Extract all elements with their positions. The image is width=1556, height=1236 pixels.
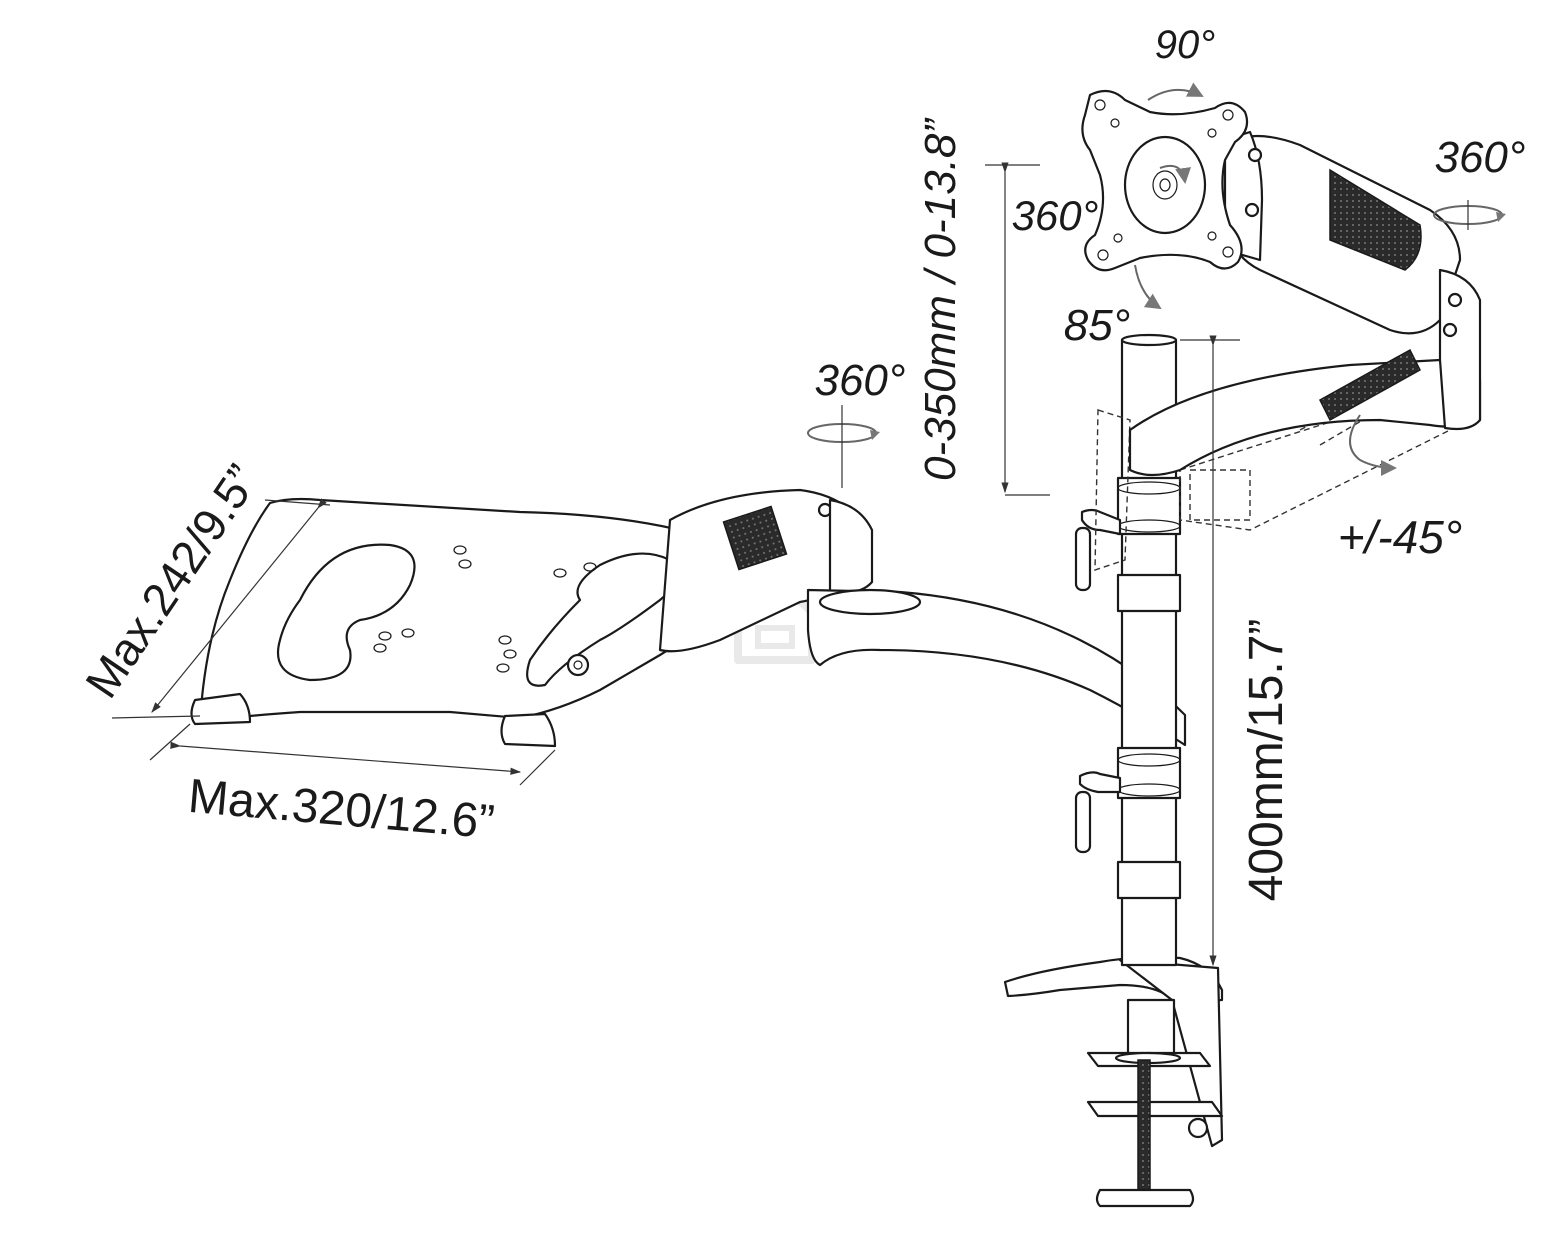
laptop-tray [190, 497, 732, 748]
circular-arrow-icon [1147, 82, 1204, 101]
vesa-plate [1081, 89, 1249, 272]
desk-clamp [1003, 956, 1224, 1208]
tray-depth-dimension [111, 498, 331, 719]
circular-arrow-icon [1159, 164, 1192, 184]
swivel-top-right-label: 360° [1434, 133, 1525, 182]
height-range-dimension [985, 162, 1050, 496]
swivel-arm-label: 360° [814, 356, 905, 405]
height-range-label: 0-350mm / 0-13.8” [916, 117, 965, 481]
pan-45-label: +/-45° [1338, 511, 1463, 563]
tilt-85-label: 85° [1064, 301, 1131, 350]
circular-arrow-icon [1349, 414, 1397, 476]
tray-width-dimension [149, 723, 556, 786]
rotate-plate-label: 360° [1012, 192, 1099, 239]
monitor-arm [1094, 130, 1482, 571]
tray-arm [658, 488, 1187, 747]
circular-arrow-icon [807, 405, 880, 488]
tilt-90-label: 90° [1155, 23, 1216, 67]
circular-arrow-icon [1433, 200, 1506, 230]
circular-arrow-icon [1134, 264, 1162, 310]
pole-height-label: 400mm/15.7” [1240, 619, 1293, 902]
tray-holes [373, 545, 597, 673]
tray-width-label: Max.320/12.6” [186, 770, 496, 850]
pole-height-dimension [1180, 335, 1240, 967]
